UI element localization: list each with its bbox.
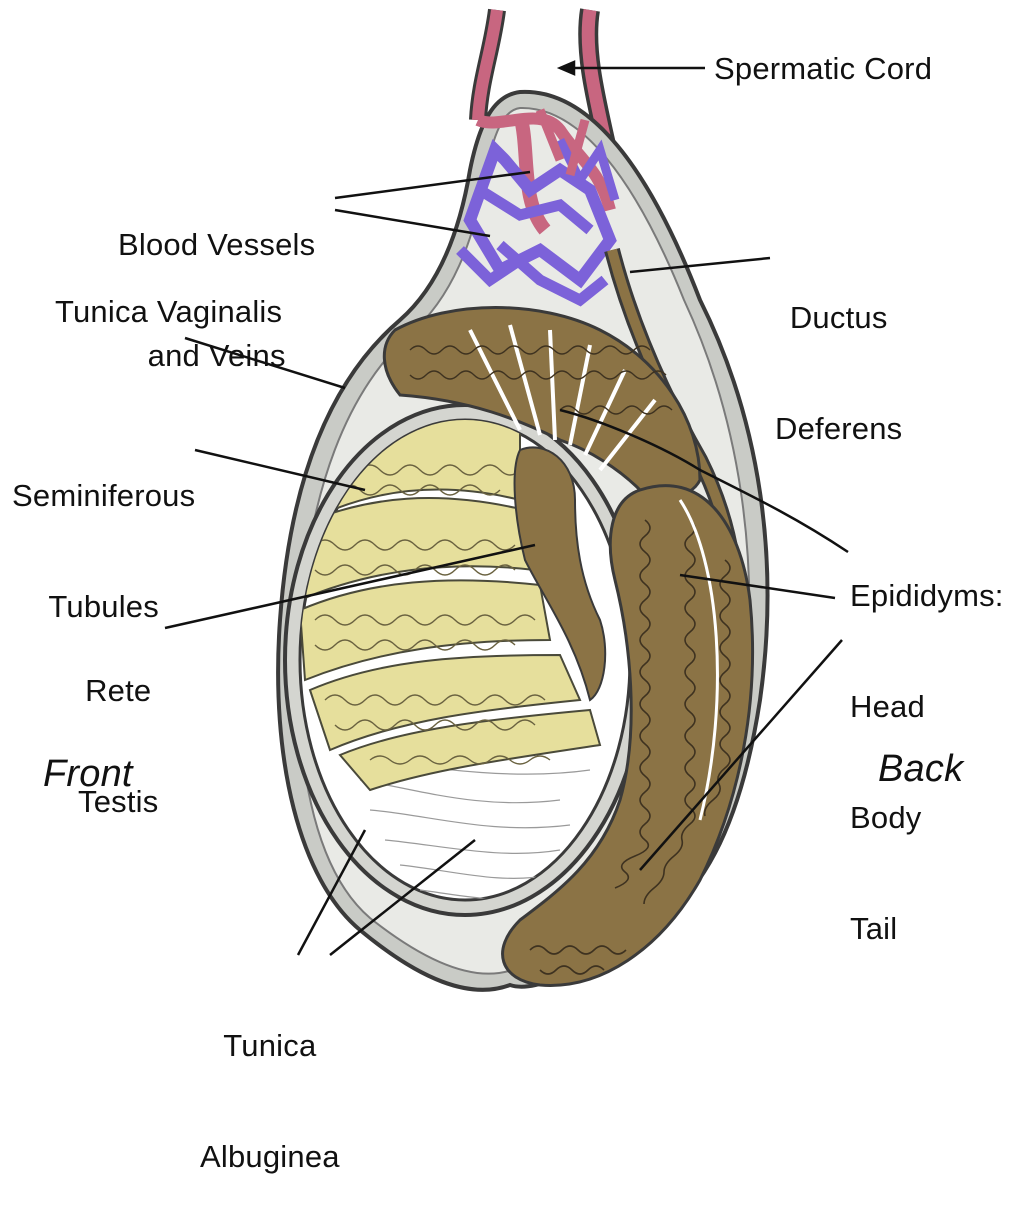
label-epididymis: Epididyms: Head Body Tail (850, 503, 1004, 984)
label-tunica-vaginalis: Tunica Vaginalis (55, 293, 282, 330)
label-seminiferous-line1: Seminiferous (12, 477, 195, 514)
label-tunica-albuginea: Tunica Albuginea (200, 953, 340, 1212)
label-albuginea-line1: Tunica (200, 1027, 340, 1064)
label-epididymis-body: Body (850, 799, 1004, 836)
testis (285, 405, 645, 915)
label-ductus-deferens: Ductus Deferens (775, 225, 902, 484)
label-blood-vessels-line1: Blood Vessels (118, 226, 315, 263)
label-ductus-line2: Deferens (775, 410, 902, 447)
label-blood-vessels-line2: and Veins (118, 337, 315, 374)
label-front: Front (43, 752, 133, 796)
label-albuginea-line2: Albuginea (200, 1138, 340, 1175)
label-rete-line1: Rete (78, 672, 158, 709)
label-rete-testis: Rete Testis (78, 598, 158, 857)
label-epididymis-tail: Tail (850, 910, 1004, 947)
label-ductus-line1: Ductus (775, 299, 902, 336)
label-back: Back (878, 747, 963, 791)
label-spermatic-cord: Spermatic Cord (714, 50, 932, 87)
label-blood-vessels: Blood Vessels and Veins (118, 152, 315, 411)
label-epididymis-head: Head (850, 688, 1004, 725)
label-epididymis-title: Epididyms: (850, 577, 1004, 614)
